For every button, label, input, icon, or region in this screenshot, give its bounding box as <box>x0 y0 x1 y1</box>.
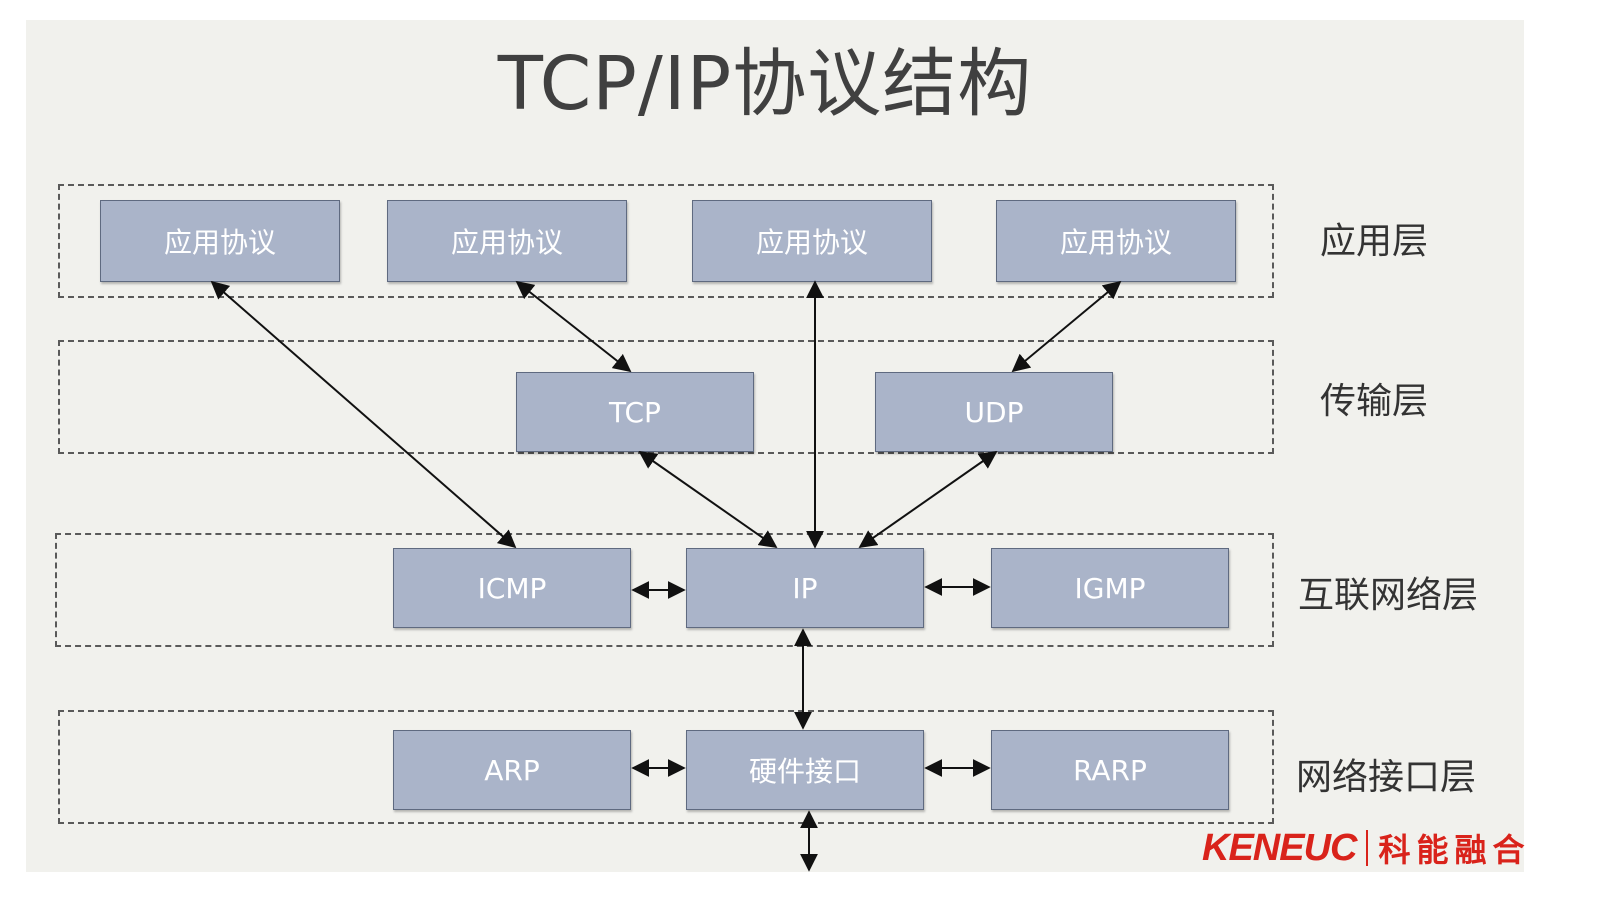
application-layer-label: 应用层 <box>1320 221 1429 262</box>
hardware-interface-box: 硬件接口 <box>686 730 924 810</box>
transport-layer-label: 传输层 <box>1320 381 1429 422</box>
page-title: TCP/IP协议结构 <box>497 41 1033 127</box>
application-protocol-box-3: 应用协议 <box>692 200 932 282</box>
tcp-box: TCP <box>516 372 754 452</box>
internet-layer-label: 互联网络层 <box>1298 575 1479 616</box>
network-interface-layer-label: 网络接口层 <box>1296 757 1477 798</box>
application-protocol-box-1: 应用协议 <box>100 200 340 282</box>
brand-logo-chinese: 科能融合 <box>1378 831 1531 869</box>
ip-box: IP <box>686 548 924 628</box>
application-layer-frame <box>58 184 1274 298</box>
arp-box: ARP <box>393 730 631 810</box>
application-protocol-box-2: 应用协议 <box>387 200 627 282</box>
rarp-box: RARP <box>991 730 1229 810</box>
brand-logo-latin: KENEUC <box>1202 826 1357 869</box>
application-protocol-box-4: 应用协议 <box>996 200 1236 282</box>
brand-logo-divider <box>1366 830 1369 866</box>
udp-box: UDP <box>875 372 1113 452</box>
network-interface-layer-frame <box>58 710 1274 824</box>
igmp-box: IGMP <box>991 548 1229 628</box>
brand-logo: KENEUC 科能融合 <box>1202 826 1530 870</box>
icmp-box: ICMP <box>393 548 631 628</box>
